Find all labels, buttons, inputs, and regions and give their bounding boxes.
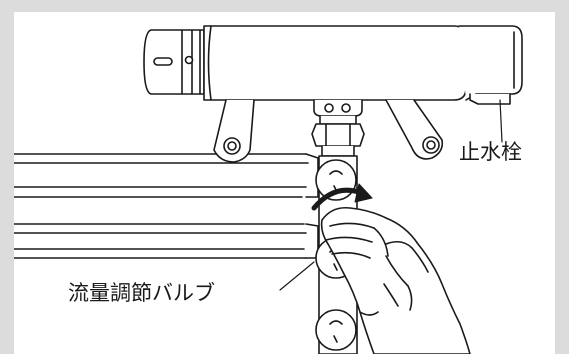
- stop-valve-label: 止水栓: [459, 140, 522, 164]
- mixer-body: [143, 25, 523, 105]
- stop-valve-leader: [499, 99, 503, 143]
- wall-shelf: [14, 153, 319, 259]
- illustration-panel: [14, 12, 555, 354]
- center-connector: [311, 99, 365, 157]
- curved-arrow-icon: [311, 183, 373, 211]
- flow-valve-label: 流量調節バルブ: [68, 281, 215, 305]
- mounting-leg-right: [385, 99, 444, 160]
- flow-valve-leader: [279, 261, 315, 291]
- faucet-illustration: [14, 25, 523, 354]
- mounting-leg-left: [213, 99, 255, 163]
- hand-illustration: [320, 206, 471, 354]
